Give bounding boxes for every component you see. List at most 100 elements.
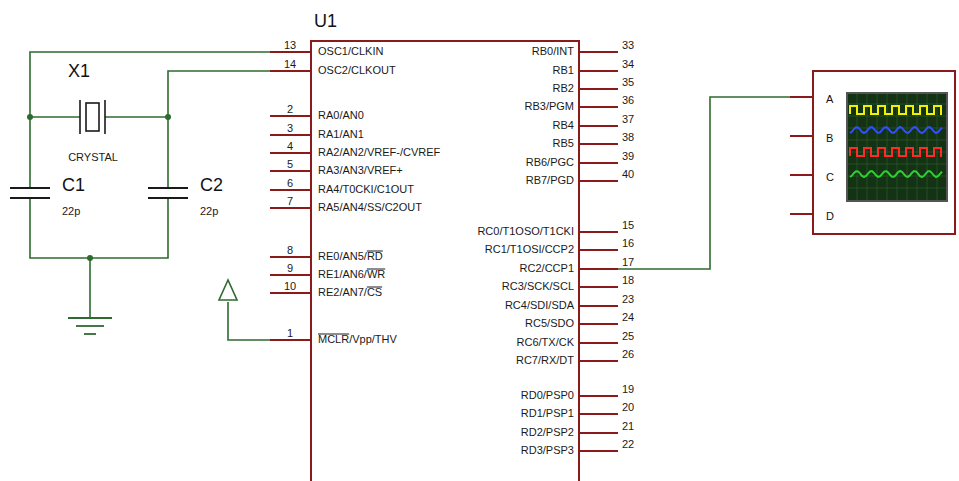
pin-name: RD1/PSP1 (521, 407, 574, 419)
grid-line (848, 188, 946, 189)
pin-number: 21 (622, 420, 634, 432)
pin-number: 36 (622, 94, 634, 106)
pin-line (270, 292, 310, 294)
crystal-symbol (80, 100, 105, 134)
scope-screen (846, 92, 948, 202)
power-terminal (219, 280, 237, 300)
pin-line (270, 170, 310, 172)
pin-name: RC7/RX/DT (516, 354, 574, 366)
pin-number: 5 (287, 158, 293, 170)
pin-number: 38 (622, 131, 634, 143)
pin-name: RE0/AN5/RD (318, 250, 383, 262)
ground-symbol (68, 318, 112, 334)
part-name: X1 (68, 62, 90, 82)
pin-name: RB5 (553, 137, 574, 149)
pin-name: RB4 (553, 119, 574, 131)
pin-name: RA5/AN4/SS/C2OUT (318, 201, 422, 213)
input-letter: A (826, 93, 833, 105)
pin-number: 7 (287, 195, 293, 207)
pin-number: 33 (622, 39, 634, 51)
pin-line (580, 395, 618, 397)
pin-name: RE2/AN7/CS (318, 286, 382, 298)
pin-number: 40 (622, 168, 634, 180)
pin-name: OSC2/CLKOUT (318, 64, 396, 76)
pin-line (580, 88, 618, 90)
pin-line (580, 180, 618, 182)
pin-number: 16 (622, 237, 634, 249)
signal-wire (580, 97, 812, 269)
pin-line (580, 342, 618, 344)
grid-line (848, 164, 946, 165)
input-letter: B (826, 132, 833, 144)
pin-line (580, 51, 618, 53)
part-value: 22p (62, 205, 80, 217)
pin-name: RA0/AN0 (318, 109, 364, 121)
pin-number: 9 (287, 262, 293, 274)
pin-number: 24 (622, 311, 634, 323)
pin-number: 18 (622, 274, 634, 286)
pin-number: 19 (622, 383, 634, 395)
waveform-trace (850, 148, 942, 156)
overline-marks (318, 251, 385, 334)
pin-line (580, 231, 618, 233)
grid-line (848, 116, 946, 117)
pin-number: 6 (287, 177, 293, 189)
pin-number: 15 (622, 219, 634, 231)
pin-number: 8 (287, 244, 293, 256)
pin-line (270, 152, 310, 154)
pin-line (270, 51, 310, 53)
pin-name: RB7/PGD (526, 174, 574, 186)
pin-name: RA3/AN3/VREF+ (318, 164, 403, 176)
grid-line (917, 94, 918, 200)
pin-number: 1 (287, 327, 293, 339)
part-name: C1 (62, 176, 85, 196)
pin-line (580, 70, 618, 72)
pin-name: RD3/PSP3 (521, 444, 574, 456)
input-letter: C (826, 171, 834, 183)
pin-name: RB2 (553, 82, 574, 94)
pin-line (270, 207, 310, 209)
pin-name: RC3/SCK/SCL (502, 280, 574, 292)
pin-number: 35 (622, 76, 634, 88)
pin-name: RE1/AN6/WR (318, 268, 385, 280)
pin-line (270, 134, 310, 136)
pin-number: 26 (622, 348, 634, 360)
pin-number: 2 (287, 103, 293, 115)
pin-line (580, 323, 618, 325)
pin-name: OSC1/CLKIN (318, 45, 383, 57)
pin-number: 14 (284, 58, 296, 70)
part-value: CRYSTAL (68, 151, 118, 163)
pin-number: 34 (622, 58, 634, 70)
pin-name: RC6/TX/CK (517, 336, 574, 348)
grid-line (848, 140, 946, 141)
pin-line (580, 360, 618, 362)
input-letter: D (826, 210, 834, 222)
pin-number: 37 (622, 113, 634, 125)
pin-number: 20 (622, 401, 634, 413)
pin-name: RC5/SDO (525, 317, 574, 329)
pin-name: RD0/PSP0 (521, 389, 574, 401)
pin-name: RB3/PGM (524, 100, 574, 112)
scope-pins (790, 97, 812, 214)
pin-line (580, 268, 618, 270)
pin-name: RC1/T1OSI/CCP2 (485, 243, 574, 255)
pin-number: 10 (284, 280, 296, 292)
pin-name: RA1/AN1 (318, 128, 364, 140)
pin-line (580, 305, 618, 307)
pin-line (270, 189, 310, 191)
chip-pins (270, 52, 618, 451)
pin-line (580, 249, 618, 251)
pin-number: 3 (287, 122, 293, 134)
pin-number: 22 (622, 438, 634, 450)
pin-name: RA4/T0CKI/C1OUT (318, 183, 414, 195)
pin-name: RD2/PSP2 (521, 426, 574, 438)
screen-grid (848, 94, 946, 200)
pin-number: 25 (622, 330, 634, 342)
waveform-trace (850, 171, 942, 177)
part-name: C2 (200, 176, 223, 196)
pin-name: MCLR/Vpp/THV (318, 333, 397, 345)
pin-line (270, 70, 310, 72)
pin-line (270, 339, 310, 341)
pin-line (270, 256, 310, 258)
pin-name: RC2/CCP1 (520, 262, 574, 274)
